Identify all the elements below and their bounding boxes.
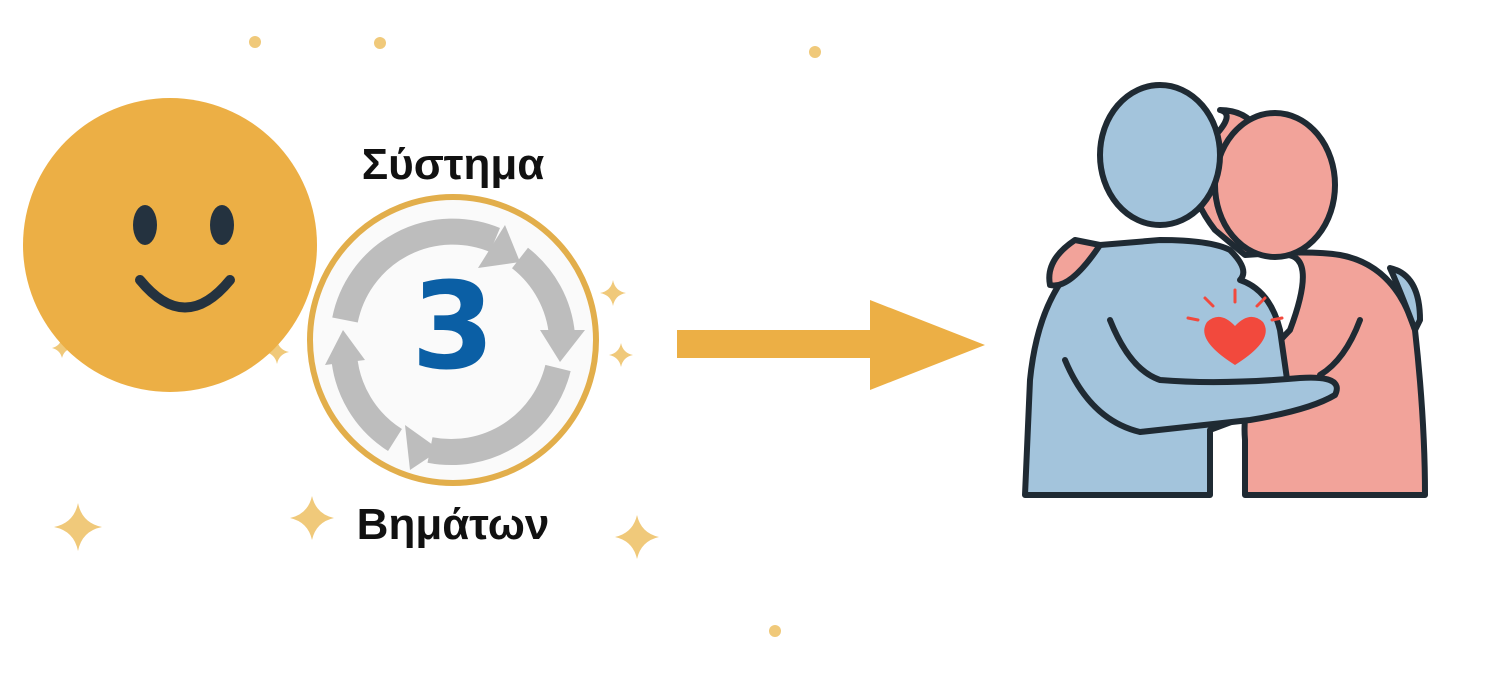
hugging-people-icon bbox=[1022, 82, 1428, 498]
heart-icon bbox=[1186, 288, 1284, 365]
sparkle-icons bbox=[52, 280, 659, 559]
decor-dots bbox=[249, 36, 821, 637]
cycle-badge bbox=[307, 194, 599, 486]
right-arrow-icon bbox=[677, 300, 985, 390]
cycle-arrows-icon bbox=[331, 218, 575, 465]
step-number: 3 bbox=[411, 258, 495, 397]
title-top: Σύστημα bbox=[361, 140, 545, 189]
title-bottom: Βημάτων bbox=[356, 500, 550, 549]
smiley-face-icon bbox=[23, 98, 317, 392]
